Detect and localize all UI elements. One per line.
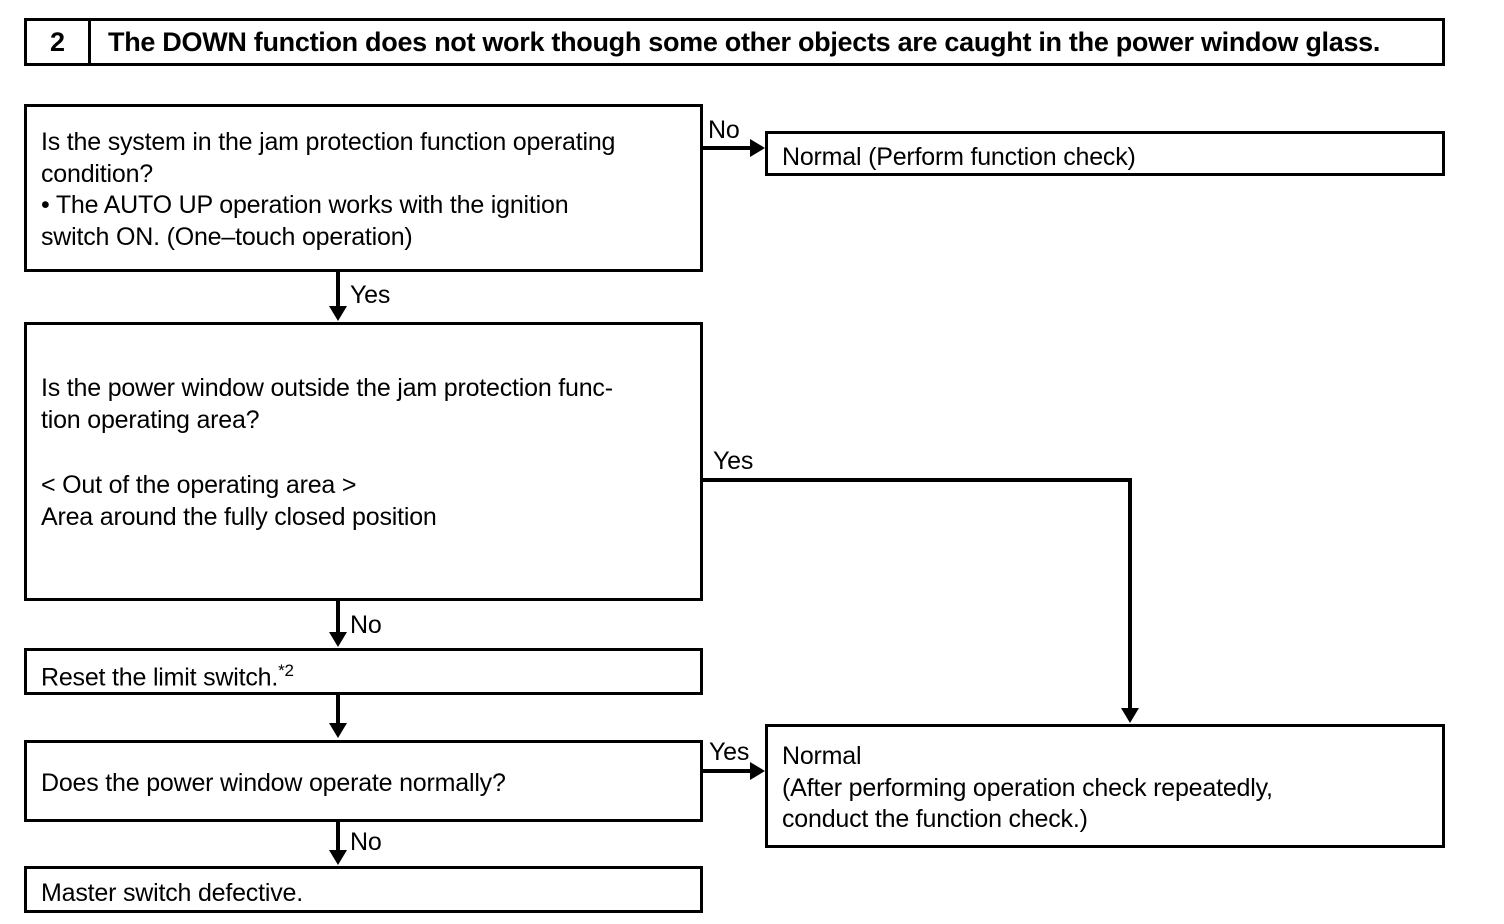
result-box-normal-after-operation-check-text: Normal (After performing operation check… [782,741,1432,836]
q1-line-2: condition? [41,159,153,188]
q1-line-3: • The AUTO UP operation works with the i… [41,191,569,219]
question-box-outside-operating-area: Is the power window outside the jam prot… [24,322,703,601]
reset-label: Reset the limit switch. [41,663,279,692]
result-box-master-switch-defective: Master switch defective. [24,866,703,913]
q2-line-1: Is the power window outside the jam prot… [41,374,613,402]
arrowhead-q3-no [329,850,347,865]
edge-label-q1-yes: Yes [350,281,391,309]
connector-q1-no-horizontal [703,146,751,150]
arrowhead-q2-no [329,632,347,647]
connector-q3-no-vertical [336,822,340,852]
q2-line-3: < Out of the operating area > [41,471,357,499]
arrowhead-q3-yes [750,762,765,780]
connector-q3-yes-horizontal [703,769,751,773]
arrowhead-q1-no [750,139,765,157]
question-box-outside-operating-area-text: Is the power window outside the jam prot… [41,373,690,533]
arrowhead-q1-yes [329,306,347,321]
result-box-normal-perform-function-check-text: Normal (Perform function check) [782,143,1136,171]
normal2-line-2: (After performing operation check repeat… [782,773,1273,802]
question-box-jam-protection-condition: Is the system in the jam protection func… [24,104,703,272]
result-box-normal-after-operation-check: Normal (After performing operation check… [765,724,1445,848]
q1-line-1: Is the system in the jam protection func… [41,128,616,156]
question-box-window-operates-normally: Does the power window operate normally? [24,740,703,822]
header-item-number: 2 [27,21,91,63]
question-box-jam-protection-condition-text: Is the system in the jam protection func… [41,127,690,253]
result-box-normal-perform-function-check: Normal (Perform function check) [765,131,1445,176]
action-box-reset-limit-switch: Reset the limit switch.*2 [24,648,703,695]
question-box-window-operates-normally-text: Does the power window operate normally? [41,769,506,797]
connector-q2-no-vertical [336,601,340,634]
result-box-master-switch-defective-text: Master switch defective. [41,879,303,907]
header-table: 2 The DOWN function does not work though… [24,18,1445,66]
reset-footnote-marker: *2 [278,661,294,680]
normal2-line-1: Normal [782,742,862,770]
arrowhead-q2-yes [1121,708,1139,723]
edge-label-q1-no: No [708,116,740,144]
q2-line-4: Area around the fully closed position [41,502,437,531]
edge-label-q2-no: No [350,611,382,639]
arrowhead-reset-to-q3 [329,723,347,738]
action-box-reset-limit-switch-text: Reset the limit switch.*2 [41,660,690,694]
connector-q1-yes-vertical [336,272,340,308]
edge-label-q3-yes: Yes [709,738,750,766]
connector-reset-to-q3-vertical [336,695,340,725]
page-title: The DOWN function does not work though s… [108,26,1381,57]
q2-line-2: tion operating area? [41,405,260,434]
edge-label-q3-no: No [350,828,382,856]
edge-label-q2-yes: Yes [713,447,754,475]
q1-line-4: switch ON. (One–touch operation) [41,222,413,251]
connector-q2-yes-vertical [1128,478,1132,710]
connector-q2-yes-horizontal [703,478,1132,482]
normal2-line-3: conduct the function check.) [782,805,1088,833]
